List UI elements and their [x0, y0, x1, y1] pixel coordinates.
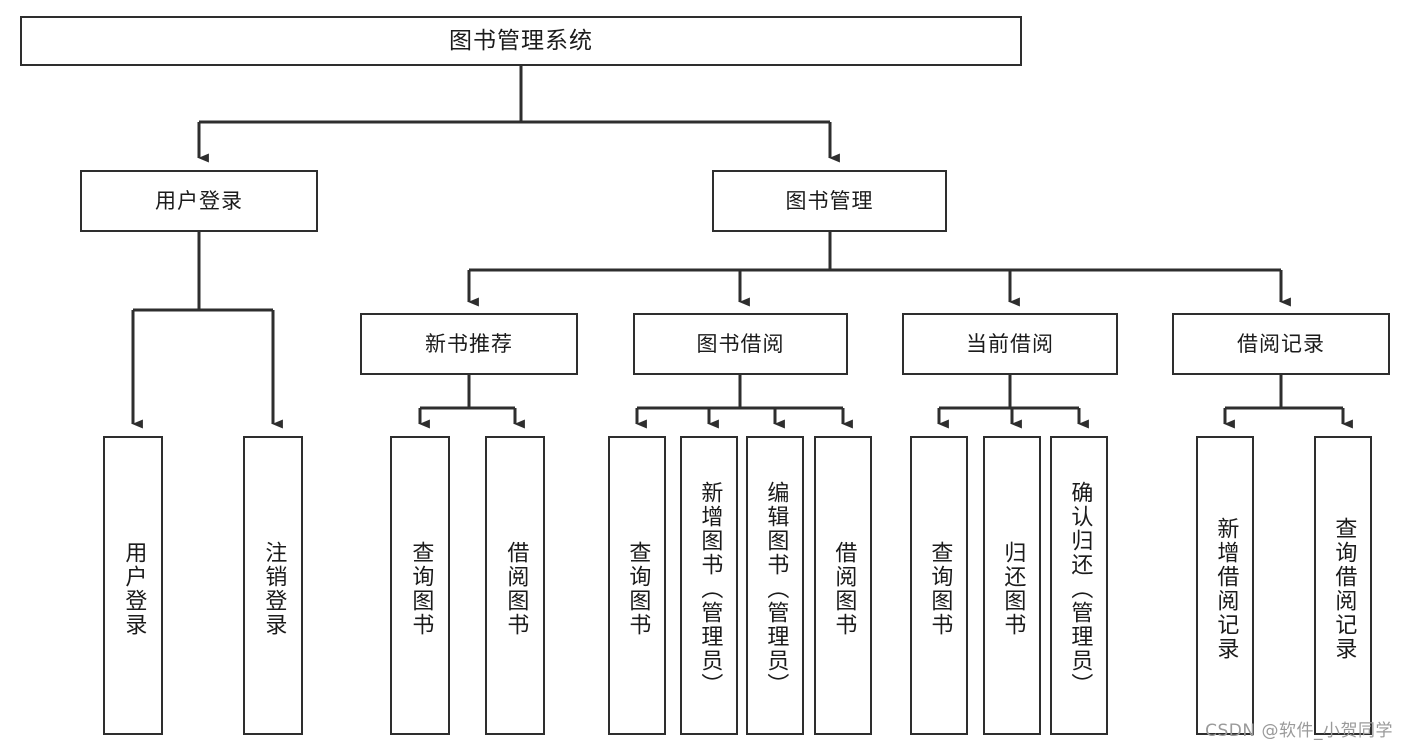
node-label: 借阅图书: [503, 540, 529, 637]
node-label: 借阅图书: [831, 540, 857, 637]
node-label: 查询图书: [408, 540, 434, 637]
node-label: 新书推荐: [425, 331, 513, 356]
node-label: 借阅记录: [1237, 331, 1325, 356]
node-label: 图书借阅: [696, 331, 785, 356]
node-level3-current-borrow[interactable]: 当前借阅: [902, 313, 1118, 375]
node-leaf-return-book[interactable]: 归还图书: [983, 436, 1041, 735]
node-root-label: 图书管理系统: [449, 27, 593, 54]
node-level3-borrow-record[interactable]: 借阅记录: [1172, 313, 1390, 375]
node-leaf-query-book-current[interactable]: 查询图书: [910, 436, 968, 735]
node-leaf-query-book-recommend[interactable]: 查询图书: [390, 436, 450, 735]
node-leaf-user-login[interactable]: 用户登录: [103, 436, 163, 735]
node-label: 归还图书: [1000, 540, 1026, 637]
node-leaf-edit-book-admin[interactable]: 编辑图书（管理员）: [746, 436, 804, 735]
node-leaf-query-book-borrow[interactable]: 查询图书: [608, 436, 666, 735]
node-level2-book-management[interactable]: 图书管理: [712, 170, 947, 232]
node-label: 用户登录: [155, 188, 243, 213]
node-label: 查询图书: [625, 540, 651, 637]
node-label: 编辑图书（管理员）: [763, 480, 789, 697]
node-level3-new-book-recommend[interactable]: 新书推荐: [360, 313, 578, 375]
node-label: 确认归还（管理员）: [1067, 480, 1093, 697]
node-label: 新增图书（管理员）: [697, 480, 723, 697]
node-leaf-query-borrow-record[interactable]: 查询借阅记录: [1314, 436, 1372, 735]
node-label: 用户登录: [121, 540, 147, 637]
node-label: 图书管理: [785, 188, 874, 213]
node-leaf-add-book-admin[interactable]: 新增图书（管理员）: [680, 436, 738, 735]
node-label: 注销登录: [261, 540, 287, 637]
csdn-watermark: CSDN @软件_小贺同学: [1205, 721, 1393, 741]
node-leaf-borrow-book-recommend[interactable]: 借阅图书: [485, 436, 545, 735]
node-level2-user-login[interactable]: 用户登录: [80, 170, 318, 232]
node-leaf-borrow-book[interactable]: 借阅图书: [814, 436, 872, 735]
node-label: 当前借阅: [966, 331, 1054, 356]
node-leaf-add-borrow-record[interactable]: 新增借阅记录: [1196, 436, 1254, 735]
node-label: 查询图书: [927, 540, 953, 637]
node-level3-book-borrow[interactable]: 图书借阅: [633, 313, 848, 375]
node-label: 新增借阅记录: [1213, 516, 1239, 661]
node-label: 查询借阅记录: [1331, 516, 1357, 661]
node-leaf-confirm-return-admin[interactable]: 确认归还（管理员）: [1050, 436, 1108, 735]
node-leaf-logout[interactable]: 注销登录: [243, 436, 303, 735]
node-root[interactable]: 图书管理系统: [20, 16, 1022, 66]
